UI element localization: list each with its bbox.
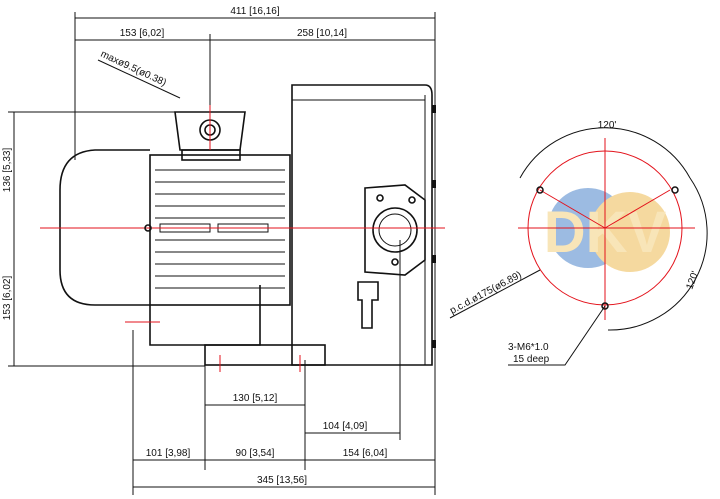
pcd-leader	[449, 269, 541, 319]
flange-detail: DKV 120' 120' p.c.d.ø175(ø6.89) 3-M6*1.0…	[448, 120, 708, 366]
thread-leader	[508, 305, 606, 366]
housing-bolt	[432, 180, 436, 188]
dim-lower-height: 153 [6,02]	[2, 276, 13, 321]
motor-body	[149, 154, 291, 306]
thread-label-line1: 3-M6*1.0	[508, 342, 549, 353]
cable-gland-leader	[97, 59, 181, 99]
dkv-watermark: DKV	[544, 188, 670, 272]
shaft-center	[144, 224, 152, 232]
motor	[59, 111, 326, 366]
dim-upper-height: 136 [5,33]	[2, 148, 13, 193]
fan-cover	[59, 149, 150, 306]
motor-base	[149, 285, 261, 346]
angle-arc-top	[519, 127, 691, 179]
dim-foot-spacing: 130 [5,12]	[233, 393, 278, 404]
outlet-flange	[364, 184, 426, 276]
dim-foot-width: 90 [3,54]	[236, 448, 275, 459]
pcd-label: p.c.d.ø175(ø6.89)	[448, 270, 523, 317]
relief-valve	[357, 281, 379, 329]
dim-foot-to-right: 154 [6,04]	[343, 448, 388, 459]
dim-flange-offset: 104 [4,09]	[323, 421, 368, 432]
blower-housing	[291, 84, 436, 366]
angle-right-label: 120'	[684, 270, 701, 291]
housing-bolt	[432, 105, 436, 113]
dim-overall-width: 411 [16,16]	[230, 6, 280, 17]
extension-lines	[8, 12, 436, 495]
angle-arc-right	[607, 177, 708, 331]
terminal-box-base	[181, 149, 241, 161]
flange-bore	[372, 207, 418, 253]
dim-left-to-outlet: 153 [6,02]	[120, 28, 165, 39]
housing-bolt	[432, 255, 436, 263]
dim-base-length: 345 [13,56]	[257, 475, 307, 486]
angle-top-label: 120'	[598, 120, 617, 131]
thread-label-line2: 15 deep	[513, 354, 550, 365]
dim-left-to-foot: 101 [3,98]	[146, 448, 191, 459]
flange-bore-inner	[378, 213, 412, 247]
housing-bolt	[432, 340, 436, 348]
dim-outlet-to-right: 258 [10,14]	[297, 28, 347, 39]
mounting-feet	[204, 344, 326, 366]
flange-bolt	[391, 258, 399, 266]
bolt-hole	[671, 186, 679, 194]
bolt-hole	[601, 302, 609, 310]
flange-bolt	[376, 194, 384, 202]
bolt-hole	[536, 186, 544, 194]
cable-gland-label: maxø9.5(ø0.38)	[99, 49, 168, 89]
centerlines	[40, 105, 445, 372]
dimension-lines	[13, 17, 435, 488]
cooling-fins	[155, 169, 285, 289]
flange-bolt	[408, 196, 416, 204]
